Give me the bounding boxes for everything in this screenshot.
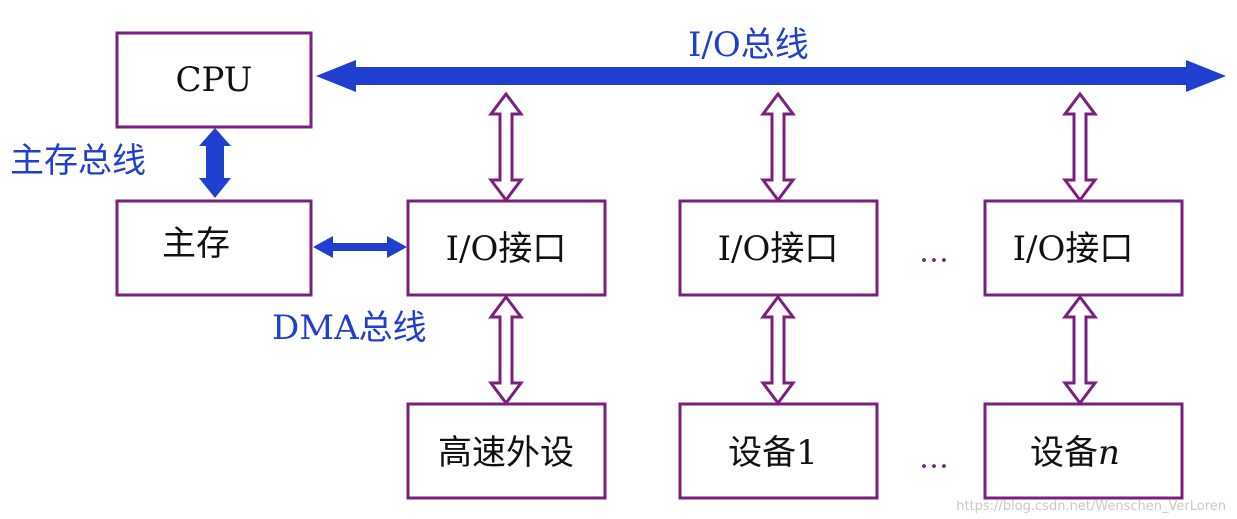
io-interface-label-n: I/O接口 — [1013, 229, 1134, 269]
high-speed-peripheral-label: 高速外设 — [438, 433, 574, 473]
io-bus-label: I/O总线 — [688, 25, 809, 65]
main-memory-label: 主存 — [162, 224, 230, 264]
device-1-label: 设备1 — [728, 433, 818, 473]
memory-bus-arrow — [199, 128, 231, 198]
io-interface-box-1 — [406, 199, 607, 297]
io-interface-label-1: I/O接口 — [446, 229, 567, 269]
io-interface-box-2 — [678, 199, 879, 297]
main-memory-box — [115, 199, 313, 297]
dma-bus-label: DMA总线 — [272, 308, 427, 348]
dma-bus-arrow — [313, 236, 407, 258]
device-n-label: 设备n — [1030, 433, 1120, 473]
bus-to-interface-arrow-n — [1062, 91, 1098, 203]
device-n-label-suffix: n — [1098, 433, 1120, 473]
io-bus-arrow — [316, 60, 1226, 92]
memory-bus-label: 主存总线 — [10, 141, 146, 181]
io-interface-box-n — [983, 199, 1184, 297]
bus-to-interface-arrow-2 — [760, 91, 796, 203]
interface-to-device-arrow-2 — [760, 294, 796, 406]
bus-to-interface-arrow-1 — [488, 91, 524, 203]
high-speed-peripheral-box — [406, 402, 607, 500]
interfaces-ellipsis: … — [919, 235, 951, 270]
interface-to-device-arrow-n — [1062, 294, 1098, 406]
devices-ellipsis: … — [919, 441, 951, 476]
interface-to-device-arrow-1 — [488, 294, 524, 406]
device-n-box — [983, 402, 1184, 500]
device-n-label-prefix: 设备 — [1030, 433, 1098, 473]
device-1-box — [678, 402, 879, 500]
io-interface-label-2: I/O接口 — [718, 229, 839, 269]
cpu-label: CPU — [176, 60, 253, 100]
watermark-text: https://blog.csdn.net/Wenschen_VerLoren — [956, 499, 1226, 514]
cpu-box — [115, 31, 313, 129]
